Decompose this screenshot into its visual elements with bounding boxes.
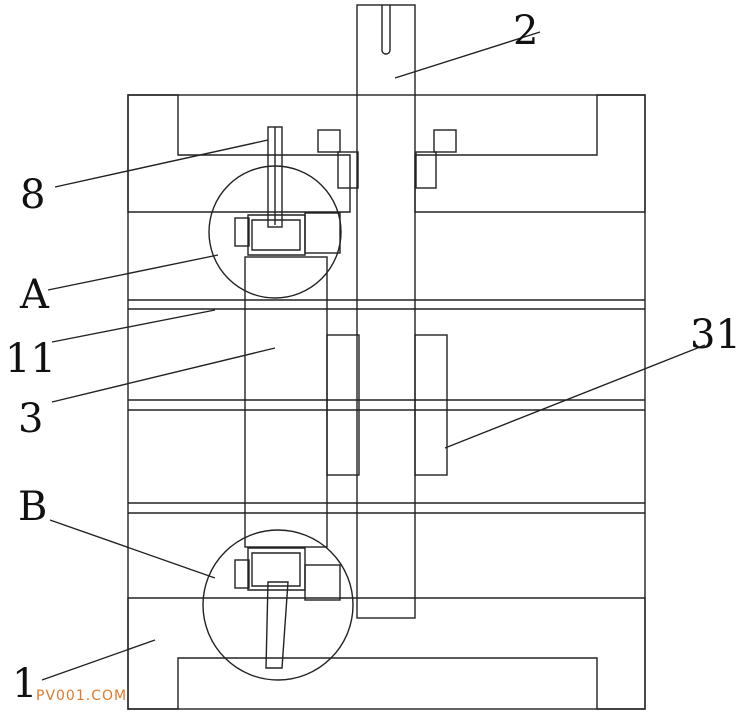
top-seal-assembly bbox=[234, 126, 341, 256]
leader-lines bbox=[41, 31, 706, 681]
detail-circle-b bbox=[202, 529, 354, 681]
valve-body bbox=[127, 94, 646, 710]
top-bolts bbox=[317, 129, 457, 189]
detail-circle-a bbox=[208, 165, 342, 299]
label-3: 3 bbox=[18, 396, 43, 442]
label-a: A bbox=[19, 272, 50, 318]
label-31: 31 bbox=[690, 312, 741, 358]
bottom-seal-assembly bbox=[234, 547, 341, 669]
label-b: B bbox=[18, 484, 47, 530]
watermark: PV001.COM bbox=[36, 688, 127, 704]
top-right-flange bbox=[414, 94, 646, 213]
guide-block-31 bbox=[326, 334, 448, 476]
valve-stem-2 bbox=[356, 4, 416, 619]
label-2: 2 bbox=[513, 8, 538, 54]
top-left-flange bbox=[127, 94, 351, 213]
label-1: 1 bbox=[12, 661, 37, 707]
label-8: 8 bbox=[20, 172, 45, 218]
bottom-flange bbox=[127, 597, 646, 710]
label-11: 11 bbox=[5, 336, 56, 382]
